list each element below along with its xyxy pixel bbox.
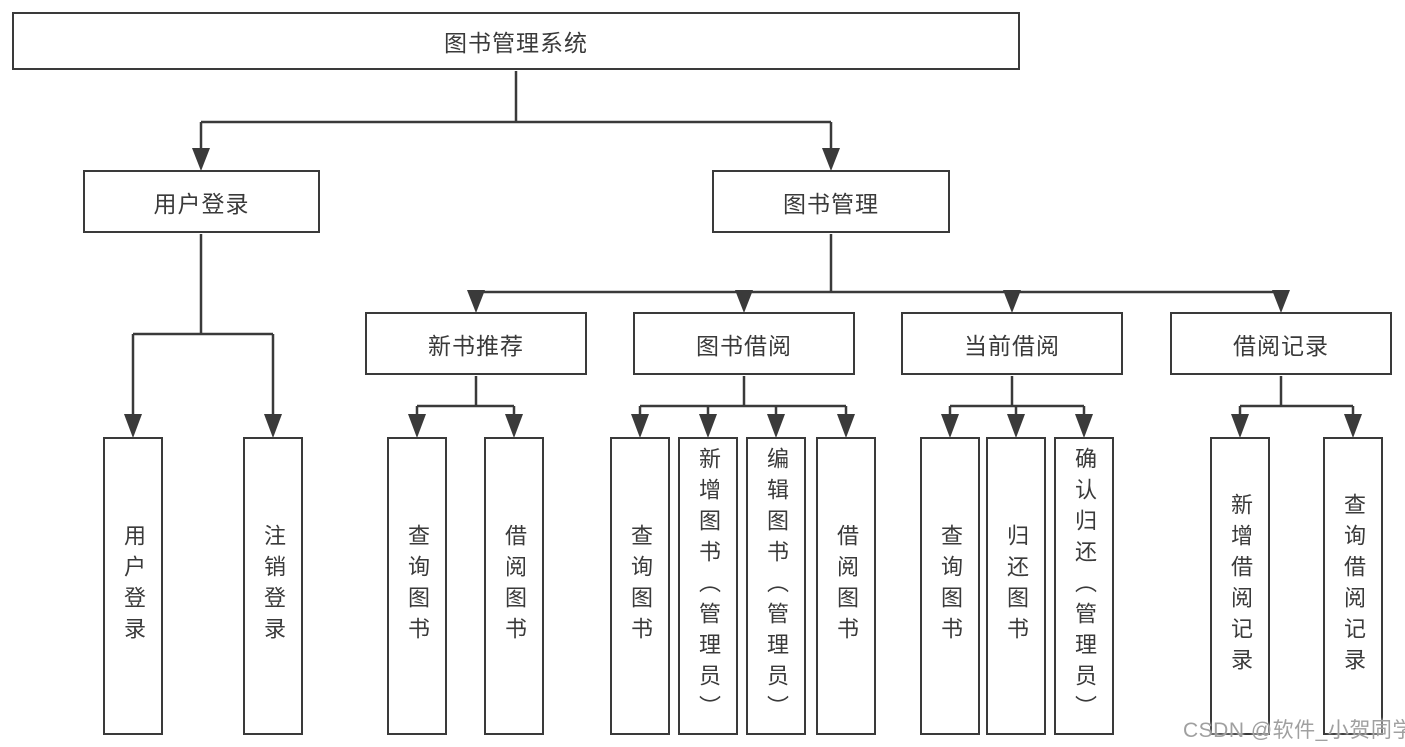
node-current-borrow: 当前借阅 — [901, 312, 1123, 375]
node-new-book-recommend: 新书推荐 — [365, 312, 587, 375]
leaf-query-borrow-record: 查询借阅记录 — [1323, 437, 1383, 735]
node-book-borrow: 图书借阅 — [633, 312, 855, 375]
node-library-management-system: 图书管理系统 — [12, 12, 1020, 70]
leaf-query-books-borrow: 查询图书 — [610, 437, 670, 735]
node-book-management: 图书管理 — [712, 170, 950, 233]
leaf-confirm-return-admin: 确认归还（管理员） — [1054, 437, 1114, 735]
leaf-logout: 注销登录 — [243, 437, 303, 735]
leaf-borrow-books-recommend: 借阅图书 — [484, 437, 544, 735]
leaf-borrow-books: 借阅图书 — [816, 437, 876, 735]
leaf-user-login: 用户登录 — [103, 437, 163, 735]
node-user-login: 用户登录 — [83, 170, 320, 233]
leaf-query-books-current: 查询图书 — [920, 437, 980, 735]
leaf-add-books-admin: 新增图书（管理员） — [678, 437, 738, 735]
leaf-edit-books-admin: 编辑图书（管理员） — [746, 437, 806, 735]
csdn-watermark: CSDN @软件_小贺同学 — [1183, 719, 1405, 742]
leaf-add-borrow-record: 新增借阅记录 — [1210, 437, 1270, 735]
leaf-query-books-recommend: 查询图书 — [387, 437, 447, 735]
leaf-return-books: 归还图书 — [986, 437, 1046, 735]
node-borrow-records: 借阅记录 — [1170, 312, 1392, 375]
